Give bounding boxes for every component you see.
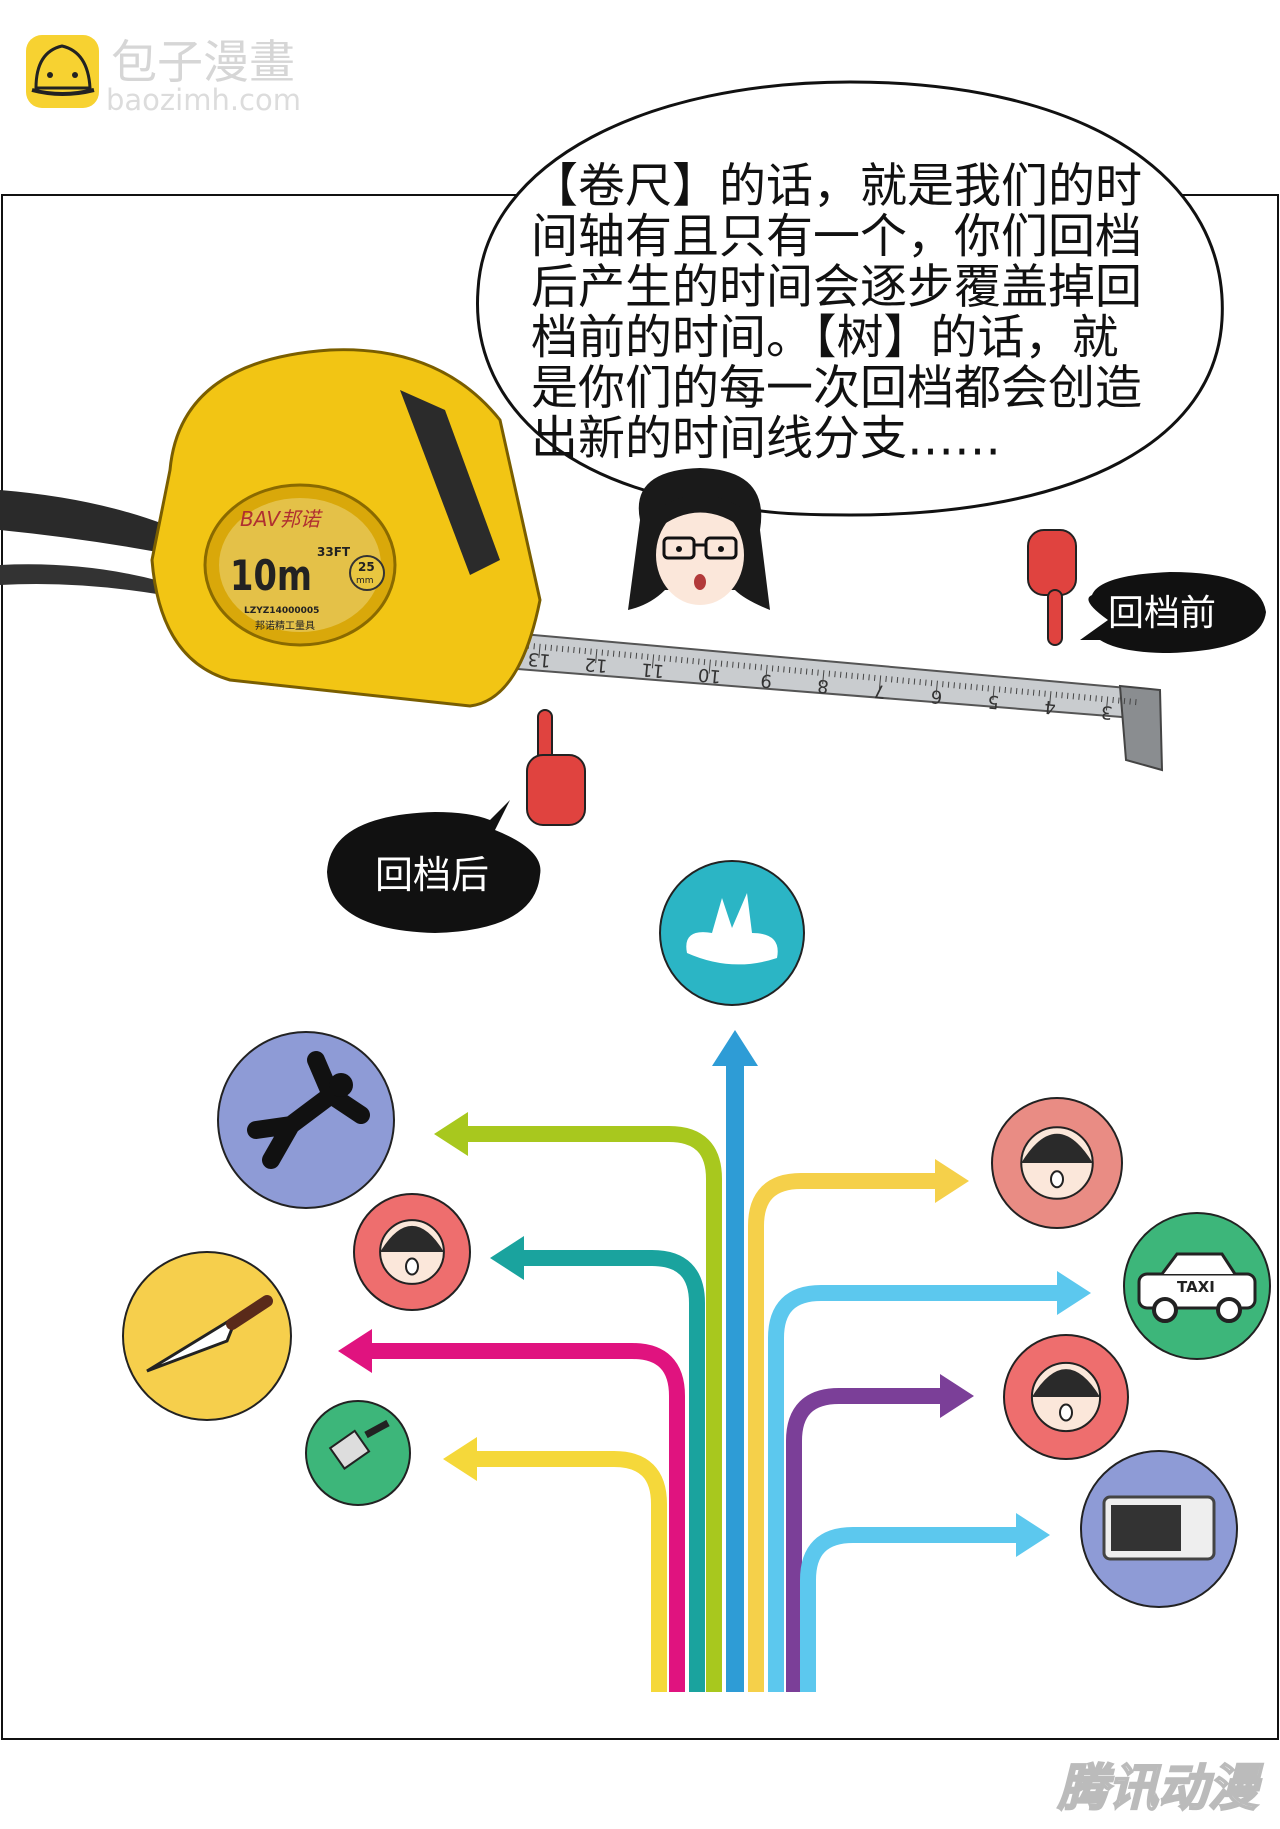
arrowhead [443,1437,477,1481]
taxi-text: TAXI [1177,1278,1215,1296]
bubble-text-line: 档前的时间。【树】的话，就 [531,311,1119,366]
logo-url: baozimh.com [106,83,301,117]
label-before: 回档前 [1108,593,1216,634]
cleaver-icon [305,1400,411,1506]
arrowhead [712,1030,758,1066]
tape-mark: 7 [873,680,886,702]
branch-arrow-green [460,1126,722,1692]
tape-feet: 33FT [317,545,351,559]
logo-name: 包子漫畫 [111,35,295,89]
site-logo[interactable]: 包子漫畫 baozimh.com [26,35,301,117]
bubble-text-line: 出新的时间线分支…… [531,412,1001,467]
label-before-bubble: 回档前 [1080,572,1266,653]
tape-mark: 5 [987,690,1000,712]
tape-model: LZYZ14000005 [244,606,319,616]
branch-arrow-light-blue [768,1285,1065,1692]
label-after: 回档后 [375,853,489,897]
speech-bubble: 【卷尺】的话，就是我们的时间轴有且只有一个，你们回档后产生的时间会逐步覆盖掉回档… [476,80,1224,550]
glasses-man-icon [991,1097,1123,1229]
tape-mark: 6 [930,685,943,707]
laughing-girl-icon [353,1193,471,1311]
branch-arrow-teal [516,1250,705,1692]
hand-pointing-up-icon [526,709,586,826]
tape-mark: 4 [1043,696,1056,718]
hand-pointing-down-icon [1027,529,1077,646]
bubble-text-line: 后产生的时间会逐步覆盖掉回 [531,260,1142,315]
tape-mark: 12 [584,653,609,676]
watermark: 腾讯动漫 [1057,1759,1264,1817]
tape-blade: 13 12 11 10 9 8 7 6 5 4 3 [498,630,1164,772]
arrowhead [940,1374,974,1418]
tape-mark: 10 [697,664,722,687]
branch-arrow-magenta [364,1343,685,1692]
tape-length: 10m [230,551,312,600]
arrowhead [1057,1271,1091,1315]
bubble-text-line: 是你们的每一次回档都会创造 [531,361,1142,416]
branch-arrow-yellow [469,1451,667,1692]
timeline-tree [338,1030,1091,1692]
girl-face-icon [1003,1334,1129,1460]
tape-brand: BAV邦诺 [240,507,323,531]
tape-mark: 9 [760,669,773,691]
diving-person-icon [217,1031,395,1209]
branch-arrow-purple [786,1388,948,1692]
girl-character-head [628,468,770,610]
knife-icon [122,1251,292,1421]
arrowhead [434,1112,468,1156]
tape-mark: 13 [527,648,552,671]
tape-width: 25 [358,560,375,574]
tape-maker: 邦诺精工量具 [255,619,315,632]
tape-measure-body: BAV邦诺 10m 33FT 25 mm LZYZ14000005 邦诺精工量具 [150,348,542,708]
arrowhead [490,1236,524,1280]
arrowhead [1016,1513,1050,1557]
taxi-icon: TAXI [1123,1212,1271,1360]
tape-mark: 3 [1100,701,1113,723]
label-after-bubble: 回档后 [327,800,541,933]
branch-arrow-yellow-right [748,1173,943,1692]
bubble-text-line: 间轴有且只有一个，你们回档 [531,210,1142,265]
arrowhead [338,1329,372,1373]
tape-mark: 8 [816,675,829,697]
tape-mark: 11 [640,658,665,681]
branch-arrow-light-blue [800,1527,1024,1692]
bubble-text-line: 【卷尺】的话，就是我们的时 [531,159,1142,214]
splash-icon [659,860,805,1006]
arrowhead [935,1159,969,1203]
oven-icon [1080,1450,1238,1608]
tape-strap [0,490,200,560]
tape-width-unit: mm [356,576,374,586]
